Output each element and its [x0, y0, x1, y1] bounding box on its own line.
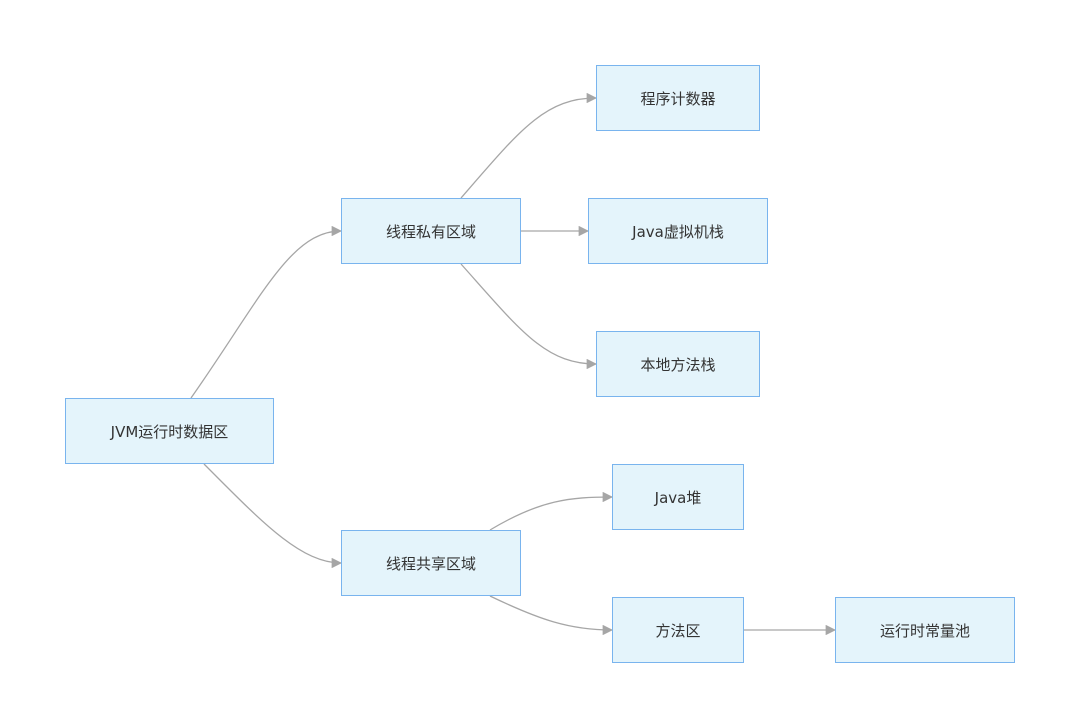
node-program-counter: 程序计数器: [596, 65, 760, 131]
node-label: 程序计数器: [640, 89, 716, 108]
node-runtime-constant-pool: 运行时常量池: [835, 597, 1015, 663]
node-label: 本地方法栈: [640, 355, 716, 374]
node-native-method-stack: 本地方法栈: [596, 331, 760, 397]
edge-root-to-private: [190, 225, 343, 399]
node-method-area: 方法区: [612, 597, 744, 663]
node-label: 方法区: [655, 621, 701, 640]
node-java-vm-stack: Java虚拟机栈: [588, 198, 768, 264]
edge-shared-to-method: [489, 595, 614, 636]
node-label: 运行时常量池: [879, 621, 970, 640]
edge-private-to-native: [460, 263, 598, 370]
node-thread-shared-area: 线程共享区域: [341, 530, 521, 596]
edge-shared-to-heap: [489, 491, 614, 531]
node-label: 线程私有区域: [385, 222, 476, 241]
node-label: 线程共享区域: [385, 554, 476, 573]
node-thread-private-area: 线程私有区域: [341, 198, 521, 264]
edge-root-to-shared: [203, 463, 343, 569]
edge-private-to-pc: [460, 92, 598, 199]
node-jvm-runtime-data-area: JVM运行时数据区: [65, 398, 274, 464]
node-label: Java虚拟机栈: [632, 222, 724, 241]
node-java-heap: Java堆: [612, 464, 744, 530]
node-label: JVM运行时数据区: [110, 422, 229, 441]
node-label: Java堆: [654, 488, 702, 507]
